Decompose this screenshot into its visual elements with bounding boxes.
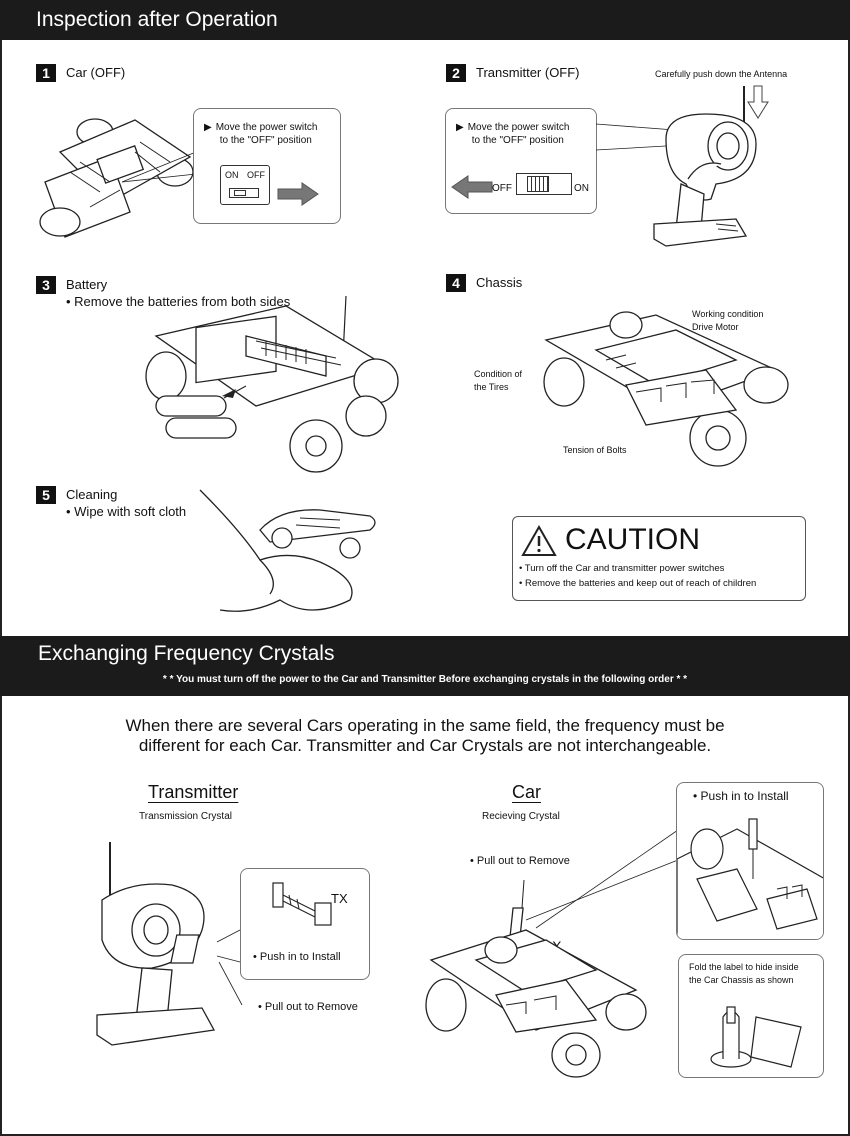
antenna-note: Carefully push down the Antenna: [655, 69, 788, 79]
tx-crystal-icon: [272, 882, 332, 926]
label-line: Working condition: [692, 309, 764, 319]
warning-triangle-icon: [521, 525, 557, 556]
cleaning-illustration: [199, 489, 376, 612]
step-title: Car (OFF): [66, 65, 126, 80]
car-crystal-callout: • Push in to Install: [676, 782, 824, 940]
car-pull-to-remove-label: • Pull out to Remove: [470, 855, 570, 867]
callout-transmitter-switch: ▶ Move the power switch to the "OFF" pos…: [445, 108, 597, 214]
step-title: Cleaning: [66, 487, 118, 502]
fold-line: Fold the label to hide inside: [689, 962, 799, 972]
step-number: 5: [36, 486, 56, 504]
pull-to-remove-label: • Pull out to Remove: [258, 1001, 358, 1013]
car-top-illustration: [39, 118, 197, 238]
switch-slider: [229, 188, 259, 198]
arrow-down-icon: [747, 85, 769, 119]
intro-line: When there are several Cars operating in…: [125, 716, 725, 735]
section-header-crystals: Exchanging Frequency Crystals * * You mu…: [0, 636, 850, 696]
step-title: Battery: [66, 277, 108, 292]
section-title: Inspection after Operation: [36, 8, 278, 31]
pointer-right-icon: ▶: [456, 122, 464, 133]
tx-label: TX: [331, 891, 348, 906]
step-cleaning: 5 Cleaning • Wipe with soft cloth: [36, 486, 186, 520]
car-heading: Car: [512, 782, 542, 802]
section-header-inspection: Inspection after Operation: [0, 0, 850, 40]
fold-line: the Car Chassis as shown: [689, 975, 794, 985]
transmitter-caption: Transmission Crystal: [139, 811, 232, 822]
car-caption: Recieving Crystal: [482, 811, 560, 822]
pointer-right-icon: ▶: [204, 122, 212, 133]
fold-label-callout: Fold the label to hide inside the Car Ch…: [678, 954, 824, 1078]
section-note: * * You must turn off the power to the C…: [162, 674, 688, 685]
intro-text: When there are several Cars operating in…: [0, 716, 850, 756]
step-number: 4: [446, 274, 466, 292]
step-title: Transmitter (OFF): [476, 65, 580, 80]
step-number: 3: [36, 276, 56, 294]
callout-car-switch: ▶ Move the power switch to the "OFF" pos…: [193, 108, 341, 224]
caution-box: CAUTION • Turn off the Car and transmitt…: [512, 516, 806, 601]
fold-label-text: Fold the label to hide inside the Car Ch…: [689, 961, 799, 987]
car-crystal-illustration: [425, 829, 679, 1078]
chassis-illustration: [543, 311, 789, 467]
section-title: Exchanging Frequency Crystals: [38, 642, 335, 665]
switch-off-label: OFF: [247, 170, 265, 180]
label-drive-motor: Working condition Drive Motor: [692, 308, 763, 334]
step-car-off: 1 Car (OFF): [36, 64, 125, 82]
switch-off-label: OFF: [492, 183, 512, 194]
step-detail: • Remove the batteries from both sides: [66, 294, 291, 309]
step-transmitter-off: 2 Transmitter (OFF): [446, 64, 580, 82]
callout-text-1: Move the power switch: [467, 122, 570, 133]
transmitter-switch-slider: [516, 173, 572, 195]
callout-text-2: to the "OFF" position: [219, 135, 312, 146]
switch-on-label: ON: [225, 170, 239, 180]
transmitter-crystal-callout: TX • Push in to Install: [240, 868, 370, 980]
caution-list: • Turn off the Car and transmitter power…: [519, 561, 756, 591]
car-crystal-closeup: [677, 818, 823, 939]
label-line: Drive Motor: [692, 322, 739, 332]
power-switch-diagram: ON OFF: [220, 165, 270, 205]
step-number: 1: [36, 64, 56, 82]
caution-item: • Remove the batteries and keep out of r…: [519, 578, 757, 589]
battery-chassis-illustration: [145, 295, 399, 473]
intro-line: different for each Car. Transmitter and …: [138, 736, 712, 755]
arrow-left-icon: [451, 175, 493, 199]
step-number: 2: [446, 64, 466, 82]
step-chassis: 4 Chassis: [446, 274, 522, 292]
transmitter-heading: Transmitter: [148, 782, 239, 802]
arrow-right-icon: [277, 182, 319, 206]
label-bolts: Tension of Bolts: [563, 445, 627, 455]
transmitter-crystal-illustration: [96, 842, 243, 1046]
switch-on-label: ON: [574, 183, 589, 194]
step-detail: • Wipe with soft cloth: [66, 504, 187, 519]
caution-title: CAUTION: [565, 523, 700, 556]
callout-text-2: to the "OFF" position: [471, 135, 564, 146]
step-battery: 3 Battery • Remove the batteries from bo…: [36, 276, 290, 310]
transmitter-illustration: [595, 86, 757, 247]
fold-label-illustration: [710, 1006, 802, 1068]
label-line: Condition of: [474, 369, 523, 379]
label-line: the Tires: [474, 382, 509, 392]
step-title: Chassis: [476, 275, 523, 290]
car-push-to-install-label: • Push in to Install: [693, 789, 789, 803]
label-tires: Condition of the Tires: [474, 368, 522, 394]
caution-item: • Turn off the Car and transmitter power…: [519, 563, 725, 574]
callout-text-1: Move the power switch: [215, 122, 318, 133]
push-to-install-label: • Push in to Install: [253, 951, 341, 963]
